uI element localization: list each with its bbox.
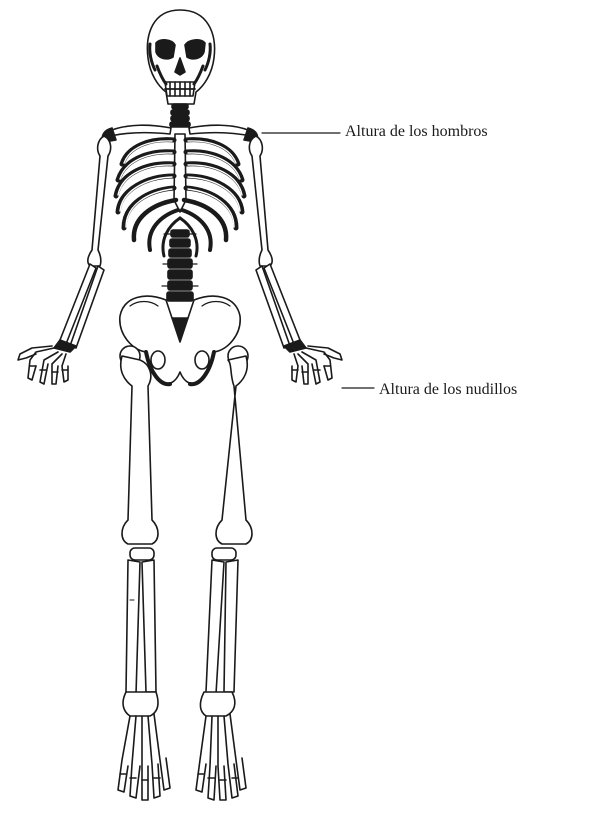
lumbar-spine	[162, 230, 198, 301]
cervical-spine	[170, 104, 190, 127]
shoulder-height-label: Altura de los hombros	[345, 124, 488, 140]
skull	[147, 10, 214, 104]
left-arm	[18, 136, 111, 384]
right-leg	[196, 346, 252, 800]
left-leg	[118, 346, 170, 800]
right-arm	[249, 136, 342, 384]
knuckle-height-label: Altura de los nudillos	[379, 382, 517, 398]
